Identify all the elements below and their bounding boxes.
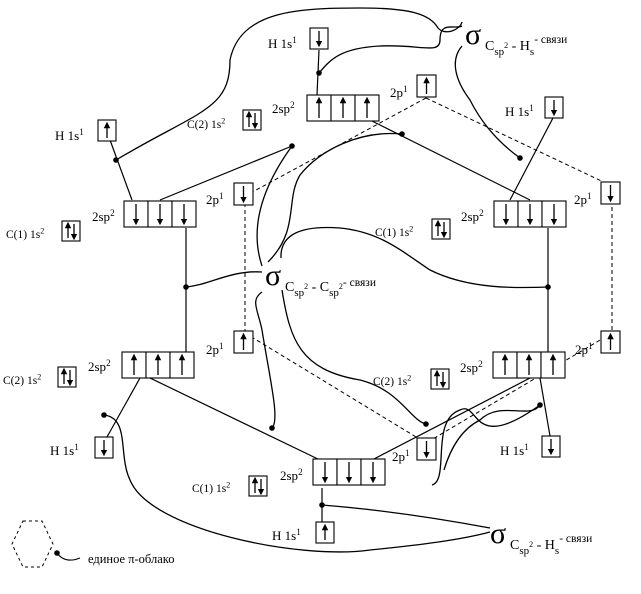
h-upper-left-1s-orbital	[97, 119, 117, 142]
c-c-sigma-bonds	[149, 119, 549, 461]
h-upper-left-label: H 1s1	[55, 127, 84, 143]
c-upper-left-core-label: C(1) 1s2	[6, 226, 44, 241]
h-top-1s-orbital	[309, 27, 329, 50]
c-lower-left-sp2-orbital	[121, 351, 195, 379]
sigma-bond-type: Csp2 - Csp2- связи	[285, 277, 376, 299]
c-upper-left-core-cell	[61, 220, 81, 242]
c-lower-right-p-orbital	[600, 330, 621, 354]
sp2-orbital-boxes	[121, 94, 567, 486]
h-top-label: H 1s1	[268, 35, 297, 51]
c-upper-right-core-label: C(1) 1s2	[375, 224, 413, 239]
c-bottom-sp2-label: 2sp2	[280, 467, 303, 483]
c-lower-left-p-orbital	[233, 330, 254, 354]
core-1s2-boxes	[57, 109, 451, 497]
c-lower-right-core-1s2	[430, 368, 450, 390]
c-lower-left-sp2-label: 2sp2	[88, 358, 111, 374]
sigma-symbol: σ	[490, 517, 506, 550]
c-lower-right-core-label: C(2) 1s2	[373, 373, 411, 388]
c-lower-right-sp2-label: 2sp2	[460, 359, 483, 375]
legend	[11, 520, 81, 568]
sigma-bond-type: Csp2 - Hs- связи	[485, 34, 567, 58]
legend-label: единое π-облако	[88, 552, 174, 566]
h-lower-left-1s-orbital	[94, 436, 114, 459]
c-top-sp2-orbital	[306, 94, 380, 122]
sigma-symbol: σ	[265, 259, 281, 292]
legend-leader	[56, 552, 81, 561]
c-lower-right-sp2-orbital	[492, 351, 566, 379]
c-upper-right-p-orbital	[600, 181, 621, 205]
c-bottom-p-orbital	[416, 437, 437, 461]
c-top-core-label: C(2) 1s2	[187, 116, 225, 131]
c-top-sp2-label: 2sp2	[272, 100, 295, 116]
legend-hexagon	[11, 520, 54, 568]
c-bottom-p-label: 2p1	[392, 448, 410, 464]
c-lower-right-core-cell	[430, 368, 450, 390]
c-upper-right-sp2-label: 2sp2	[461, 208, 484, 224]
c-bottom-sp2-orbital	[312, 458, 386, 486]
h-upper-right-label: H 1s1	[505, 103, 534, 119]
p-orbital-boxes	[233, 74, 621, 461]
sigma-bond-type: Csp2 - Hs- связи	[510, 533, 592, 557]
c-upper-right-core-cell	[431, 218, 451, 240]
c-upper-left-sp2-label: 2sp2	[92, 208, 115, 224]
h-orbital-boxes	[94, 27, 564, 544]
h-lower-right-label: H 1s1	[500, 442, 529, 458]
h-upper-right-1s-orbital	[544, 96, 564, 119]
c-top-p-orbital	[416, 74, 437, 98]
c-lower-left-core-cell	[57, 366, 77, 388]
c-upper-left-sp2-orbital	[123, 200, 197, 228]
h-lower-right-1s-orbital	[541, 435, 561, 458]
c-lower-left-core-label: C(2) 1s2	[3, 372, 41, 387]
c-h-bonds	[106, 49, 555, 522]
c-upper-right-sp2-orbital	[493, 200, 567, 228]
c-bottom-core-1s2	[248, 475, 268, 497]
h-bottom-1s-orbital	[315, 521, 335, 544]
h-lower-left-label: H 1s1	[50, 442, 79, 458]
c-upper-left-p-label: 2p1	[206, 191, 224, 207]
c-upper-right-p-label: 2p1	[574, 191, 592, 207]
h-bottom-label: H 1s1	[272, 527, 301, 543]
junction-dots	[101, 70, 551, 508]
c-upper-left-core-1s2	[61, 220, 81, 242]
c-upper-left-p-orbital	[233, 182, 254, 206]
pi-system-dashed-hexagon	[244, 97, 613, 444]
c-lower-left-core-1s2	[57, 366, 77, 388]
c-lower-right-p-label: 2p1	[575, 341, 593, 357]
c-bottom-core-label: C(1) 1s2	[192, 480, 230, 495]
c-top-core-1s2	[242, 109, 262, 131]
sigma-symbol: σ	[465, 18, 481, 51]
c-bottom-core-cell	[248, 475, 268, 497]
c-lower-left-p-label: 2p1	[206, 341, 224, 357]
c-upper-right-core-1s2	[431, 218, 451, 240]
c-c-sigma-connector-curves	[185, 132, 549, 429]
c-h-sigma-connector-curves	[103, 7, 541, 553]
c-top-core-cell	[242, 109, 262, 131]
c-top-p-label: 2p1	[390, 84, 408, 100]
